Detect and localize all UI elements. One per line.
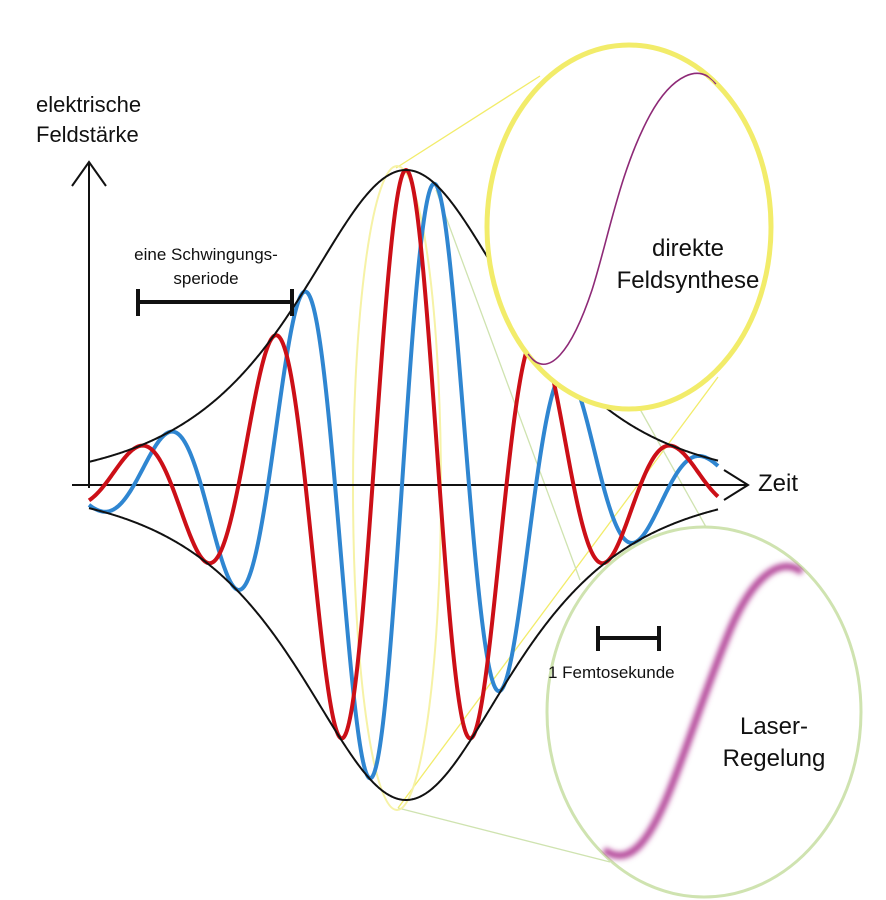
period-label-line1: eine Schwingungs- [134,245,278,264]
y-axis-label: elektrische Feldstärke [36,90,141,150]
y-axis-label-line2: Feldstärke [36,122,139,147]
direct-synthesis-label-line1: direkte [651,235,725,262]
zoom-guide-green-join [635,401,707,528]
x-axis-label: Zeit [758,470,799,497]
laser-control-label-line2: Regelung [722,745,826,772]
direct-synthesis-label: direkte Feldsynthese [598,233,778,297]
blue-wave-curve [87,181,720,781]
period-label: eine Schwingungs- speriode [116,243,296,291]
axes [71,160,750,501]
period-scale-bar [136,289,294,316]
direct-synthesis-label-line2: Feldsynthese [616,267,760,294]
direct-synthesis-zoom [484,42,774,412]
arrow-right-icon [723,469,750,501]
zoom-selection-ellipse [352,165,442,811]
direct-field-curve [527,72,717,366]
zoom-guide-green-bottom [397,807,611,863]
femtosecond-scale-bar [596,626,661,651]
laser-control-label: Laser- Regelung [694,711,854,775]
femtosecond-label: 1 Femtosekunde [548,663,675,682]
envelope-upper-curve [88,168,719,463]
zoom-guide-yellow-top [395,75,541,169]
period-label-line2: speriode [173,269,239,288]
laser-control-label-line1: Laser- [739,713,809,740]
envelope-lower-curve [88,507,719,802]
y-axis-label-line1: elektrische [36,92,142,117]
red-wave-curve [87,168,720,741]
zoom-guide-green-top [435,189,581,581]
laser-control-zoom [545,525,863,899]
arrow-up-icon [71,160,107,187]
laser-field-curve [602,563,805,859]
